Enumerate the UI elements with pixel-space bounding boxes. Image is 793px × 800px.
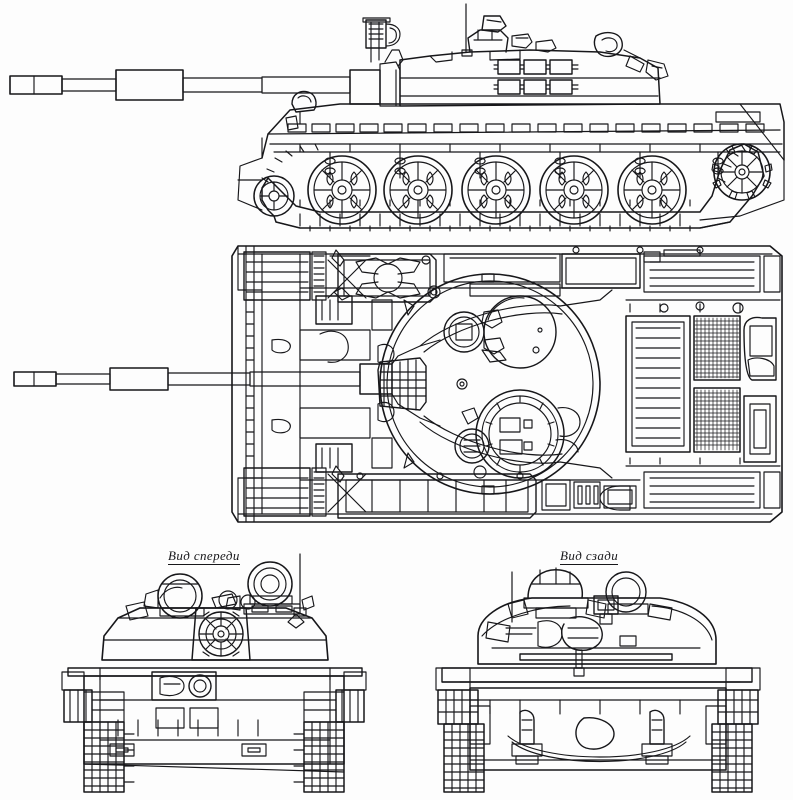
towing-hooks-rear	[511, 709, 673, 765]
drive-sprocket-side	[711, 143, 773, 201]
cupola-rear	[485, 567, 673, 677]
track-front-right	[293, 671, 367, 793]
driver-hatch-plan	[271, 295, 395, 473]
track-front-left	[61, 671, 135, 793]
front-view-caption: Вид спереди	[168, 548, 240, 566]
plan-top-view	[13, 245, 783, 523]
headlamps-front	[99, 667, 331, 701]
road-wheel	[461, 155, 531, 225]
upper-fender-stowage-plan	[243, 246, 704, 303]
turret-rear	[477, 597, 717, 665]
antenna-side	[461, 3, 473, 57]
unditching-beam-plan	[377, 357, 427, 411]
engine-deck-plan	[625, 299, 781, 467]
rear-view-caption: Вид сзади	[560, 548, 619, 566]
road-wheel	[617, 155, 687, 225]
searchlight-side	[362, 17, 401, 63]
track-side	[261, 143, 765, 232]
road-wheel	[539, 155, 609, 225]
rear-stowage-plan	[599, 485, 631, 511]
road-wheel	[383, 155, 453, 225]
sights-front	[125, 561, 315, 629]
smoke-launchers-side	[493, 59, 579, 95]
headlight-side	[285, 90, 317, 131]
track-rear-right	[711, 667, 761, 793]
fender-stowage-side	[287, 111, 765, 133]
commander-cupola-plan	[454, 378, 581, 479]
track-rear-left	[435, 667, 485, 793]
turret-rear-stowage-side	[593, 31, 669, 81]
front-elevation-view	[61, 553, 367, 793]
road-wheels-side	[307, 155, 687, 225]
antenna-front	[293, 553, 307, 617]
cupola-side	[467, 15, 557, 53]
side-elevation-view	[9, 3, 785, 232]
road-wheel	[307, 155, 377, 225]
hull-rear	[441, 667, 753, 771]
rear-elevation-view	[435, 567, 761, 793]
rear-deck-plan	[643, 255, 781, 509]
side-skirts	[269, 143, 783, 153]
